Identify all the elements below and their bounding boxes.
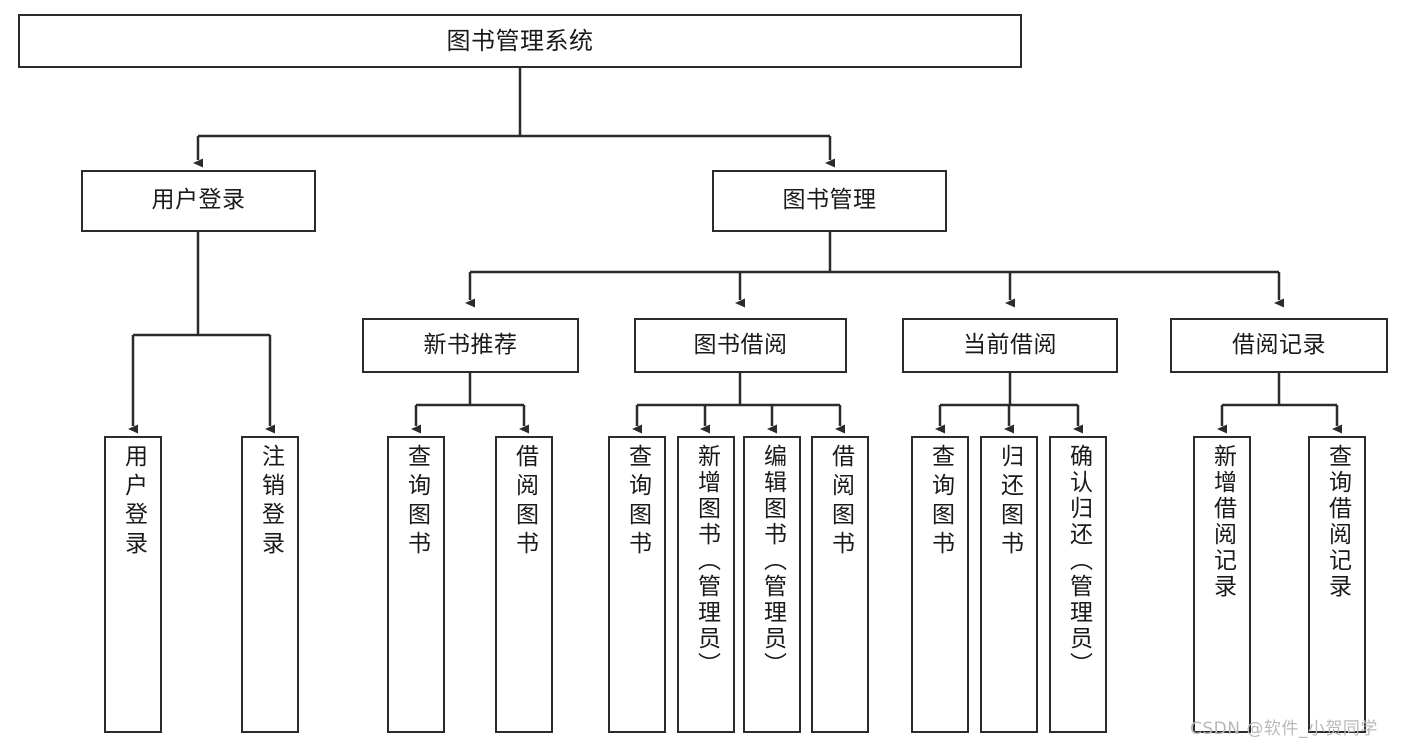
node-label: 注销登录	[257, 444, 284, 560]
node-label: 新增图书（管理员）	[693, 444, 720, 678]
leaf-borrow-record-add-record[interactable]: 新增借阅记录	[1193, 436, 1251, 733]
leaf-book-borrow-edit-book-admin[interactable]: 编辑图书（管理员）	[743, 436, 801, 733]
leaf-book-borrow-add-book-admin[interactable]: 新增图书（管理员）	[677, 436, 735, 733]
leaf-borrow-record-query-record[interactable]: 查询借阅记录	[1308, 436, 1366, 733]
leaf-book-borrow-query-book[interactable]: 查询图书	[608, 436, 666, 733]
node-label: 当前借阅	[963, 331, 1057, 358]
leaf-new-book-query-book[interactable]: 查询图书	[387, 436, 445, 733]
node-label: 图书管理	[782, 187, 877, 214]
node-borrow-record[interactable]: 借阅记录	[1170, 318, 1388, 373]
node-label: 用户登录	[120, 444, 147, 560]
node-label: 借阅图书	[827, 444, 854, 560]
leaf-current-borrow-query-book[interactable]: 查询图书	[911, 436, 969, 733]
csdn-watermark: CSDN @软件_小贺同学	[1190, 719, 1378, 739]
node-label: 新增借阅记录	[1209, 444, 1236, 600]
node-label: 查询借阅记录	[1324, 444, 1351, 600]
node-label: 确认归还（管理员）	[1065, 444, 1092, 678]
node-label: 借阅图书	[511, 444, 538, 560]
leaf-new-book-borrow-book[interactable]: 借阅图书	[495, 436, 553, 733]
node-book-management[interactable]: 图书管理	[712, 170, 947, 232]
node-label: 归还图书	[996, 444, 1023, 560]
leaf-user-login-login[interactable]: 用户登录	[104, 436, 162, 733]
node-user-login[interactable]: 用户登录	[81, 170, 316, 232]
leaf-current-borrow-return-book[interactable]: 归还图书	[980, 436, 1038, 733]
node-new-book-recommend[interactable]: 新书推荐	[362, 318, 579, 373]
node-label: 新书推荐	[423, 331, 518, 358]
node-label: 借阅记录	[1232, 331, 1326, 358]
leaf-user-login-logout[interactable]: 注销登录	[241, 436, 299, 733]
node-label: 图书管理系统	[446, 26, 594, 55]
node-label: 查询图书	[927, 444, 954, 560]
leaf-current-borrow-confirm-return-admin[interactable]: 确认归还（管理员）	[1049, 436, 1107, 733]
node-book-borrow[interactable]: 图书借阅	[634, 318, 847, 373]
leaf-book-borrow-borrow-book[interactable]: 借阅图书	[811, 436, 869, 733]
node-label: 用户登录	[151, 187, 246, 214]
node-label: 编辑图书（管理员）	[759, 444, 786, 678]
node-label: 查询图书	[403, 444, 430, 560]
node-label: 查询图书	[624, 444, 651, 560]
node-root-library-management-system[interactable]: 图书管理系统	[18, 14, 1022, 68]
node-label: 图书借阅	[693, 331, 788, 358]
node-current-borrow[interactable]: 当前借阅	[902, 318, 1118, 373]
